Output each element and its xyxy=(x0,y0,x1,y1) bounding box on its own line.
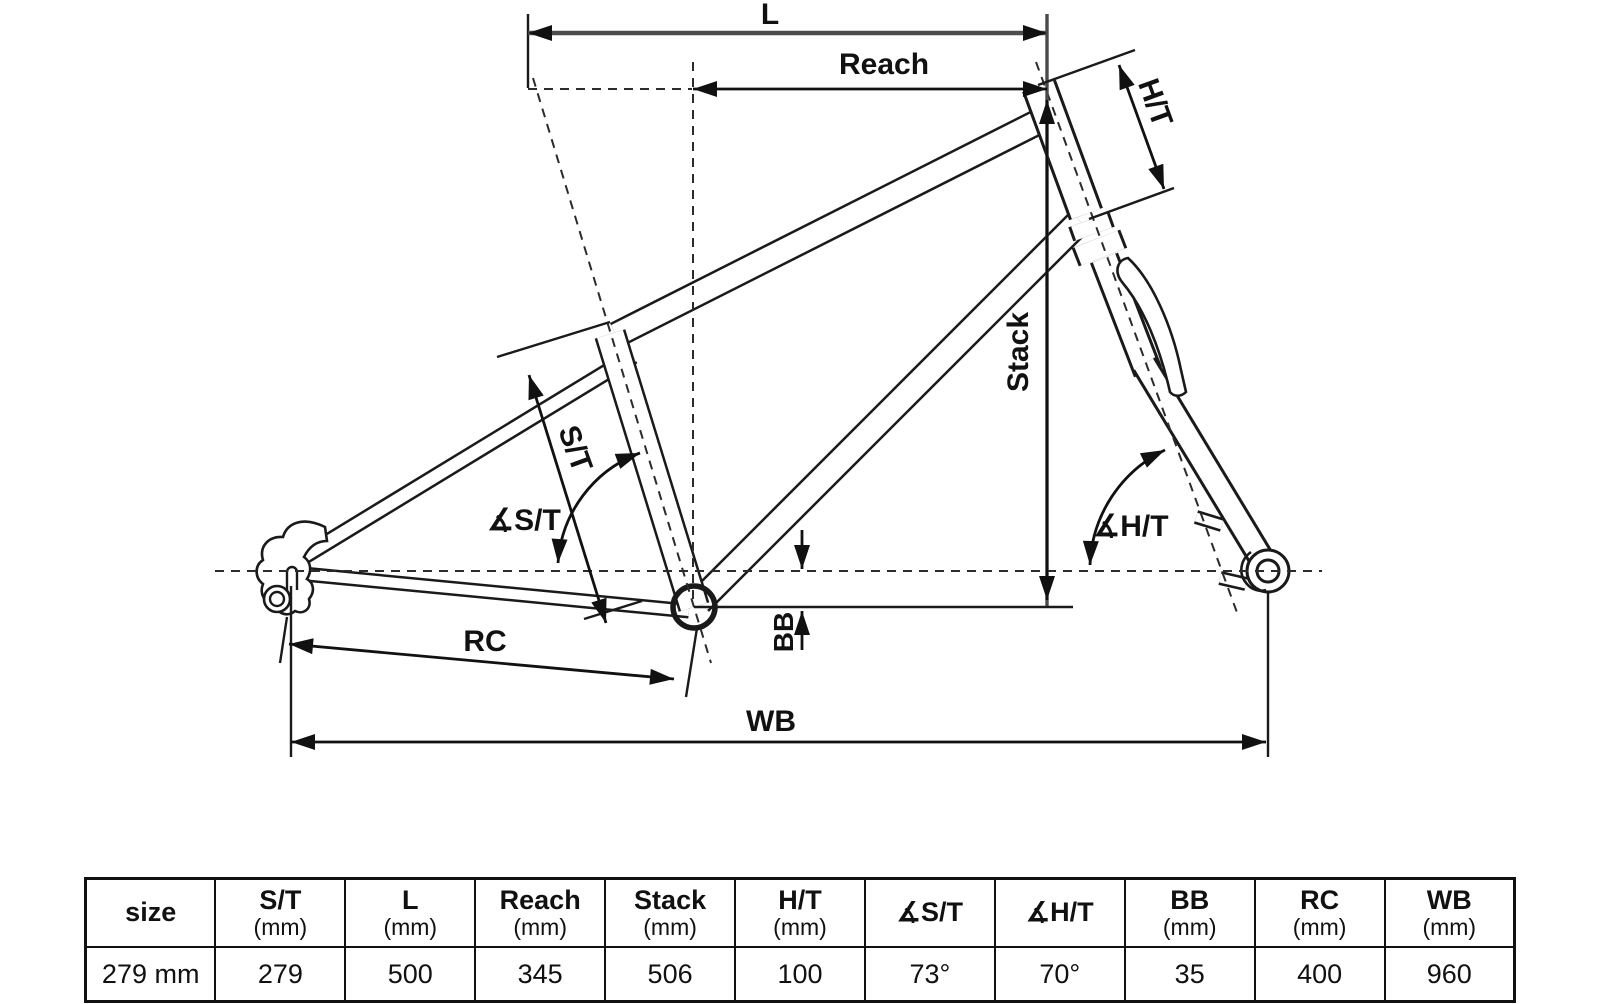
l-label: L xyxy=(761,0,779,31)
cell-stack: 506 xyxy=(604,946,737,1003)
col-header-st: S/T(mm) xyxy=(214,877,347,948)
ht-angle-label: ∡H/T xyxy=(1093,510,1168,543)
cell-size: 279 mm xyxy=(84,946,217,1003)
hanger-bolt-hole xyxy=(268,590,286,608)
ht-angle-arc xyxy=(1082,448,1166,566)
ht-bottom-extension xyxy=(1088,186,1175,221)
rc-right-tick xyxy=(684,627,699,698)
col-header-size: size xyxy=(84,877,217,948)
table-data-row: 279 mm 279 500 345 506 100 73° 70° 35 40… xyxy=(84,946,1516,1003)
dimension-labels: L Reach H/T Stack S/T ∡S/T ∡H/T BB RC WB xyxy=(463,0,1178,738)
col-header-reach: Reach(mm) xyxy=(474,877,607,948)
col-header-rc: RC(mm) xyxy=(1253,877,1386,948)
col-header-l: L(mm) xyxy=(344,877,477,948)
cell-bb: 35 xyxy=(1123,946,1256,1003)
cell-st: 279 xyxy=(214,946,347,1003)
ht-dimension-line xyxy=(1117,64,1166,190)
rc-label: RC xyxy=(463,625,506,658)
cell-ht: 100 xyxy=(734,946,866,1003)
cell-reach: 345 xyxy=(474,946,607,1003)
col-header-bb: BB(mm) xyxy=(1123,877,1256,948)
st-dimension-line xyxy=(527,374,608,624)
construction-lines xyxy=(215,61,1322,664)
reach-label: Reach xyxy=(839,48,929,81)
col-header-ht-angle: ∡H/T xyxy=(993,877,1126,948)
geometry-table: size S/T(mm) L(mm) Reach(mm) Stack(mm) H… xyxy=(84,877,1516,1003)
dimension-annotations xyxy=(288,25,1266,750)
cell-st-angle: 73° xyxy=(863,946,996,1003)
col-header-ht: H/T(mm) xyxy=(734,877,866,948)
front-dropout-hook xyxy=(1240,550,1267,593)
cell-wb: 960 xyxy=(1383,946,1516,1003)
col-header-wb: WB(mm) xyxy=(1383,877,1516,948)
rc-dimension-line xyxy=(288,638,675,685)
steering-axis-line xyxy=(1035,61,1240,619)
seat-tube-axis-line xyxy=(532,77,712,664)
cell-rc: 400 xyxy=(1253,946,1386,1003)
st-angle-arc xyxy=(551,451,641,564)
st-angle-label: ∡S/T xyxy=(487,504,561,537)
wb-label: WB xyxy=(746,705,796,738)
table-header-row: size S/T(mm) L(mm) Reach(mm) Stack(mm) H… xyxy=(84,877,1516,948)
st-top-tick xyxy=(496,320,611,359)
col-header-stack: Stack(mm) xyxy=(604,877,737,948)
ht-label: H/T xyxy=(1131,74,1179,131)
fork-arch xyxy=(1116,256,1188,398)
col-header-st-angle: ∡S/T xyxy=(863,877,996,948)
cell-l: 500 xyxy=(344,946,477,1003)
rc-left-tick xyxy=(278,616,289,664)
cell-ht-angle: 70° xyxy=(993,946,1126,1003)
frame-geometry-diagram: L Reach H/T Stack S/T ∡S/T ∡H/T BB RC WB xyxy=(215,0,1322,757)
frame-drawing xyxy=(255,79,1291,631)
geometry-table-container: size S/T(mm) L(mm) Reach(mm) Stack(mm) H… xyxy=(84,877,1516,1003)
bb-label: BB xyxy=(768,612,799,652)
ht-top-extension xyxy=(1037,48,1136,87)
stack-label: Stack xyxy=(1002,312,1035,392)
